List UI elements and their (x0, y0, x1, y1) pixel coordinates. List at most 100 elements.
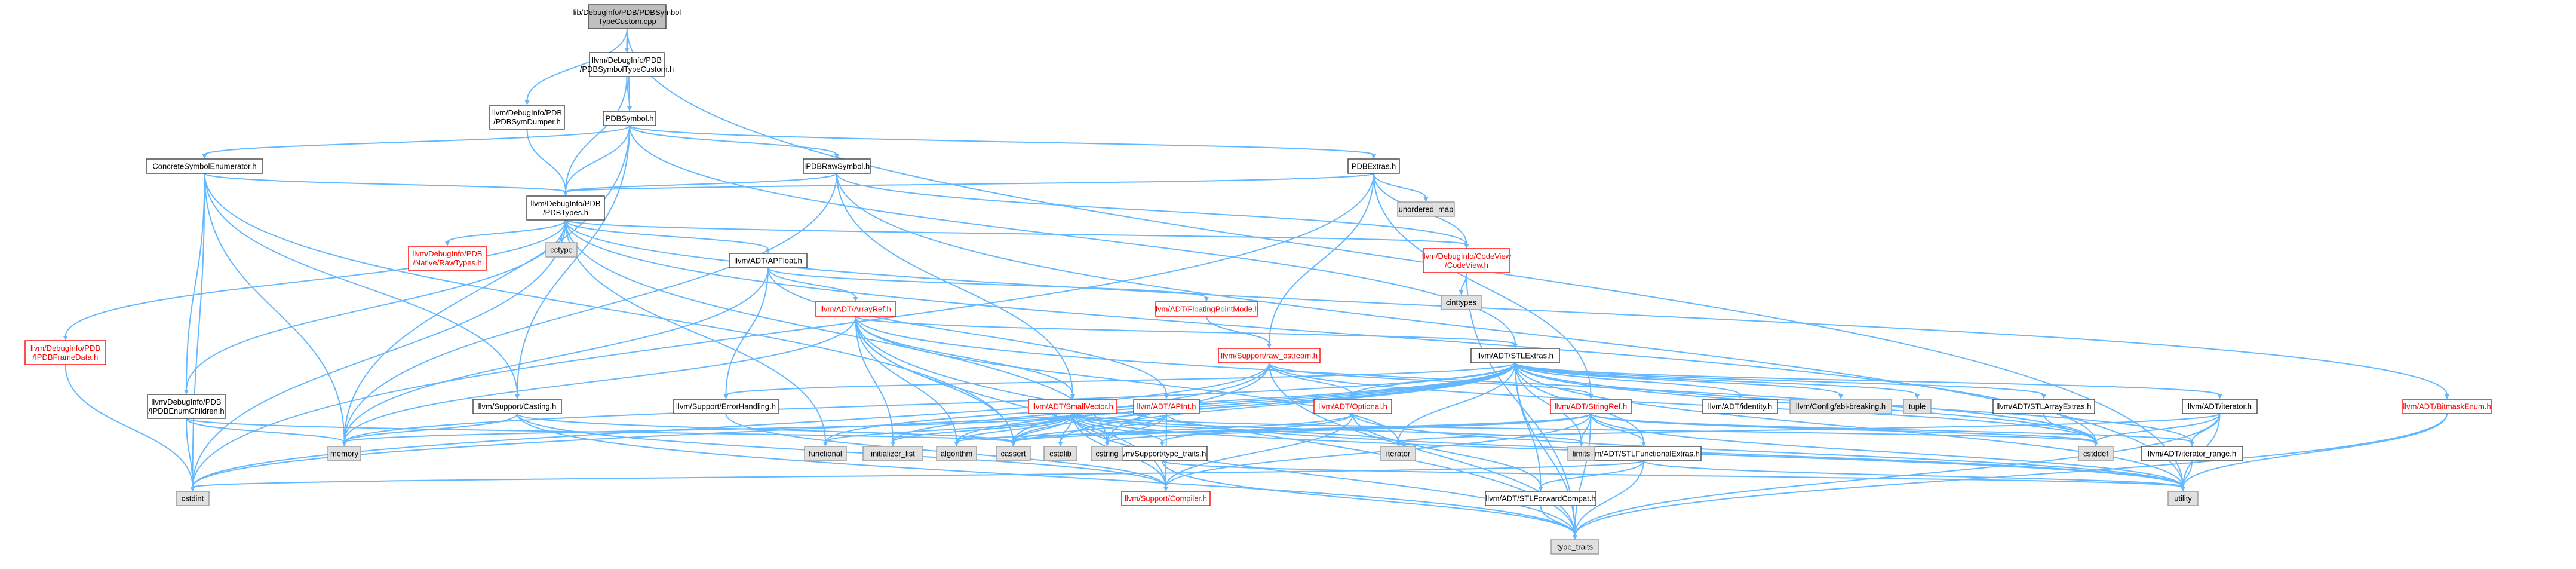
edge-pdbsymbol-to-memory (343, 125, 630, 443)
node-label: llvm/ADT/identity.h (1708, 402, 1772, 411)
node-errorhandling[interactable]: llvm/Support/ErrorHandling.h (673, 399, 779, 414)
node-label: cstdint (182, 494, 204, 503)
edge-cse-to-memory (204, 173, 345, 443)
node-box (1586, 446, 1702, 461)
node-nativeraw[interactable]: llvm/DebugInfo/PDB/Native/RawTypes.h (408, 246, 487, 271)
node-pdbextras[interactable]: PDBExtras.h (1347, 158, 1400, 174)
node-compiler[interactable]: llvm/Support/Compiler.h (1121, 491, 1211, 506)
node-box (996, 446, 1031, 461)
node-abibreaking: llvm/Config/abi-breaking.h (1789, 399, 1892, 414)
edge-arrowhead (627, 106, 632, 111)
edge-smallvector-to-cstdlib (1060, 413, 1073, 443)
edge-arrowhead (342, 442, 347, 446)
edge-arrowhead (1371, 154, 1376, 159)
edge-arrowhead (1058, 442, 1063, 446)
edge-smallvector-to-cassert (1012, 413, 1073, 443)
edge-iterator_h-to-iterator (1398, 413, 2221, 443)
node-label: llvm/ADT/ArrayRef.h (820, 305, 891, 314)
node-box (588, 4, 667, 29)
node-box (1470, 348, 1560, 363)
node-arrayref[interactable]: llvm/ADT/ArrayRef.h (815, 301, 896, 317)
edge-apfloat-to-apint (767, 267, 1167, 396)
edge-arrowhead (1641, 442, 1646, 446)
edge-arrowhead (2445, 394, 2449, 399)
node-ipdbframe[interactable]: llvm/DebugInfo/PDB/IPDBFrameData.h (24, 340, 106, 365)
edge-stlfunc-to-cstdint (192, 460, 1644, 488)
node-iterator_h[interactable]: llvm/ADT/iterator.h (2182, 399, 2258, 414)
edge-casting-to-memory (343, 413, 518, 443)
node-stlfwd[interactable]: llvm/ADT/STLForwardCompat.h (1485, 491, 1596, 506)
edge-arrowhead (1011, 442, 1016, 446)
graph-edges (63, 28, 2449, 540)
node-box (1117, 446, 1208, 461)
node-box (1550, 399, 1632, 414)
edge-arrowhead (1915, 394, 1920, 399)
node-box (1155, 301, 1258, 317)
edge-cse-to-cassert (204, 173, 1014, 443)
node-label: llvm/ADT/STLArrayExtras.h (1997, 402, 2092, 411)
edge-arrowhead (766, 249, 770, 253)
edge-ipdbraw-to-smallvector (836, 173, 1073, 396)
edge-arrowhead (1267, 344, 1272, 348)
node-type_traits: type_traits (1550, 539, 1599, 555)
node-box (2078, 446, 2114, 461)
edge-arrowhead (1350, 394, 1355, 399)
edge-arrowhead (515, 394, 520, 399)
edge-ipdbraw-to-pdbtypes (565, 173, 837, 192)
edge-root-to-utility (627, 28, 2184, 488)
node-label: IPDBRawSymbol.h (804, 162, 870, 171)
node-stringref[interactable]: llvm/ADT/StringRef.h (1550, 399, 1632, 414)
node-fpmode[interactable]: llvm/ADT/FloatingPointMode.h (1154, 301, 1259, 317)
node-stlextras[interactable]: llvm/ADT/STLExtras.h (1470, 348, 1560, 363)
node-pdbsymdumper[interactable]: llvm/DebugInfo/PDB/PDBSymDumper.h (489, 105, 565, 130)
node-cstdint: cstdint (176, 491, 210, 506)
node-cstring: cstring (1091, 446, 1123, 461)
edge-stlfunc-to-utility (1643, 460, 2184, 488)
node-box (526, 195, 605, 221)
node-rawostream[interactable]: llvm/Support/raw_ostream.h (1218, 348, 1321, 363)
node-typetraits_support[interactable]: llvm/Support/type_traits.h (1117, 446, 1208, 461)
node-pdbsymtc[interactable]: llvm/DebugInfo/PDB/PDBSymbolTypeCustom.h (580, 52, 674, 77)
edge-arrowhead (2041, 394, 2046, 399)
node-label: PDBSymbol.h (606, 114, 654, 123)
edge-pdbtypes-to-functional (565, 219, 826, 443)
node-apint[interactable]: llvm/ADT/APInt.h (1133, 399, 1200, 414)
node-casting[interactable]: llvm/Support/Casting.h (472, 399, 562, 414)
node-apfloat[interactable]: llvm/ADT/APFloat.h (729, 253, 808, 268)
node-cse[interactable]: ConcreteSymbolEnumerator.h (146, 158, 263, 174)
node-iterrange[interactable]: llvm/ADT/iterator_range.h (2141, 446, 2243, 461)
node-ipdbraw[interactable]: IPDBRawSymbol.h (803, 158, 871, 174)
node-stlarrayextras[interactable]: llvm/ADT/STLArrayExtras.h (1992, 399, 2095, 414)
node-box (24, 340, 106, 365)
node-optional[interactable]: llvm/ADT/Optional.h (1313, 399, 1392, 414)
node-smallvector[interactable]: llvm/ADT/SmallVector.h (1028, 399, 1117, 414)
node-box (1121, 491, 1211, 506)
node-pdbsymbol[interactable]: PDBSymbol.h (603, 111, 656, 126)
node-box (146, 158, 263, 174)
node-label: memory (330, 449, 358, 458)
node-root[interactable]: lib/DebugInfo/PDB/PDBSymbolTypeCustom.cp… (573, 4, 681, 29)
node-label: /IPDBEnumChildren.h (148, 406, 224, 415)
node-stlfunc[interactable]: llvm/ADT/STLFunctionalExtras.h (1586, 446, 1702, 461)
node-label: llvm/ADT/STLFunctionalExtras.h (1588, 449, 1700, 458)
node-label: algorithm (941, 449, 972, 458)
edge-arrayref-to-algorithm (855, 316, 957, 443)
edge-arrowhead (1163, 487, 1168, 491)
node-pdbtypes[interactable]: llvm/DebugInfo/PDB/PDBTypes.h (526, 195, 605, 221)
node-ipdbenum[interactable]: llvm/DebugInfo/PDB/IPDBEnumChildren.h (147, 394, 226, 419)
edge-arrowhead (1459, 290, 1464, 295)
edge-stringref-to-compiler (1165, 413, 1592, 488)
node-bitmask[interactable]: llvm/ADT/BitmaskEnum.h (2402, 399, 2492, 414)
node-label: cstdlib (1049, 449, 1071, 458)
edge-arrowhead (563, 191, 568, 196)
node-codeview[interactable]: llvm/DebugInfo/CodeView/CodeView.h (1422, 248, 1512, 273)
edge-fpmode-to-rawostream (1206, 316, 1270, 345)
node-identity[interactable]: llvm/ADT/identity.h (1702, 399, 1778, 414)
node-box (1903, 399, 1932, 414)
node-iterator: iterator (1380, 446, 1416, 461)
node-initlist: initializer_list (862, 446, 923, 461)
node-label: PDBExtras.h (1352, 162, 1396, 171)
node-label: lib/DebugInfo/PDB/PDBSymbol (573, 8, 681, 17)
edge-arrowhead (853, 297, 858, 302)
